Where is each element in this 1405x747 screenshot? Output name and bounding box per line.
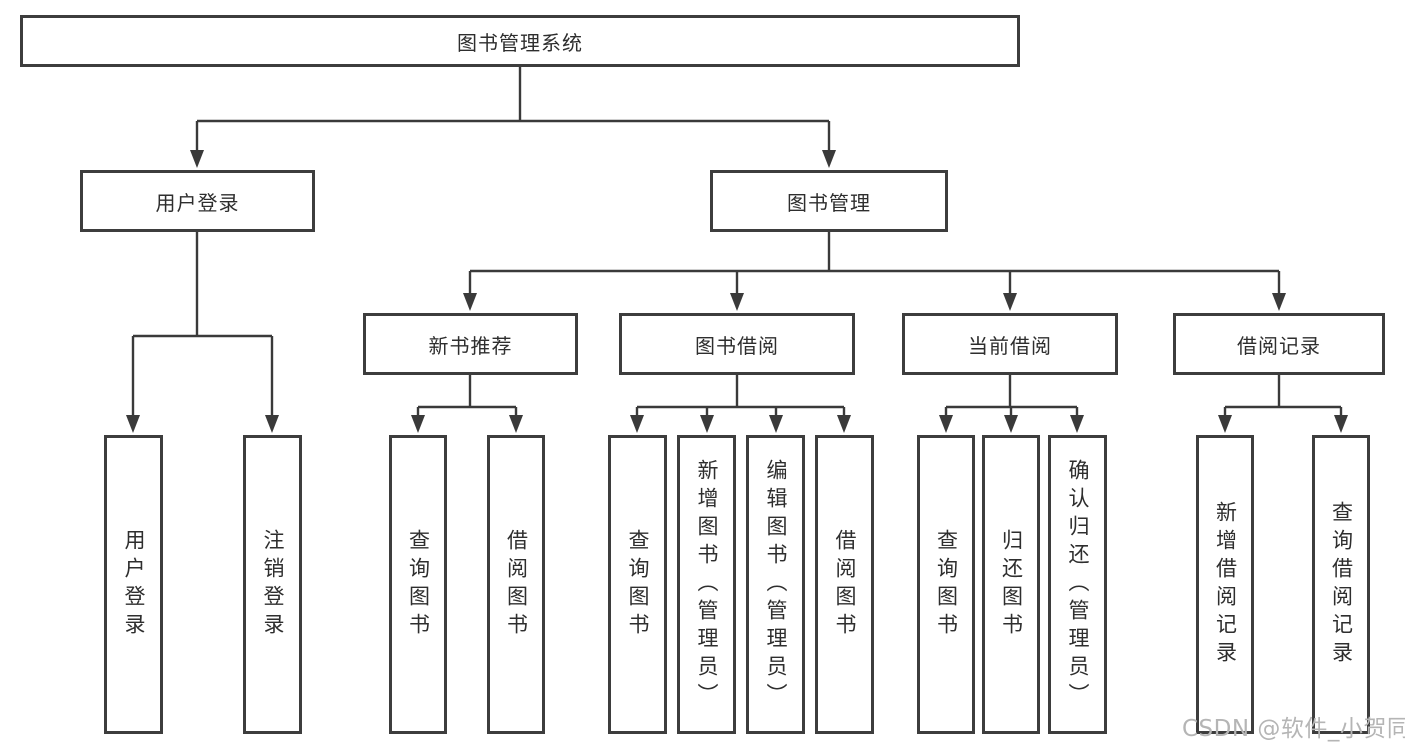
node-logout-label: 注销登录 [261, 528, 285, 641]
node-borrow-books-recommend: 借阅图书 [487, 435, 545, 734]
node-query-books-borrow: 查询图书 [608, 435, 667, 734]
node-query-books-current: 查询图书 [917, 435, 975, 734]
node-edit-books-admin: 编辑图书（管理员） [746, 435, 805, 734]
node-book-management-group: 图书管理 [710, 170, 948, 232]
node-logout: 注销登录 [243, 435, 302, 734]
node-new-book-recommend: 新书推荐 [363, 313, 578, 375]
node-current-borrow: 当前借阅 [902, 313, 1118, 375]
node-query-borrow-record-label: 查询借阅记录 [1329, 500, 1354, 669]
node-confirm-return-admin-label: 确认归还（管理员） [1066, 458, 1090, 711]
node-query-books-recommend: 查询图书 [389, 435, 447, 734]
node-query-borrow-record: 查询借阅记录 [1312, 435, 1370, 734]
node-book-borrow: 图书借阅 [619, 313, 855, 375]
node-borrow-books: 借阅图书 [815, 435, 874, 734]
node-book-management-group-label: 图书管理 [787, 190, 871, 215]
node-root-label: 图书管理系统 [457, 30, 583, 55]
node-return-books: 归还图书 [982, 435, 1040, 734]
node-add-borrow-record-label: 新增借阅记录 [1213, 500, 1238, 669]
node-user-login-group: 用户登录 [80, 170, 315, 232]
csdn-watermark: CSDN @软件_小贺同学 [1182, 716, 1405, 742]
node-current-borrow-label: 当前借阅 [968, 333, 1052, 358]
node-query-books-current-label: 查询图书 [934, 528, 959, 641]
node-add-borrow-record: 新增借阅记录 [1196, 435, 1254, 734]
node-confirm-return-admin: 确认归还（管理员） [1048, 435, 1107, 734]
node-return-books-label: 归还图书 [999, 528, 1024, 641]
node-edit-books-admin-label: 编辑图书（管理员） [764, 458, 788, 711]
node-user-login-label: 用户登录 [122, 528, 146, 641]
node-add-books-admin: 新增图书（管理员） [677, 435, 736, 734]
node-query-books-borrow-label: 查询图书 [626, 528, 650, 641]
node-borrow-records-label: 借阅记录 [1237, 333, 1321, 358]
node-root: 图书管理系统 [20, 15, 1020, 67]
node-book-borrow-label: 图书借阅 [695, 333, 779, 358]
node-query-books-recommend-label: 查询图书 [406, 528, 431, 641]
node-borrow-books-recommend-label: 借阅图书 [504, 528, 529, 641]
node-user-login: 用户登录 [104, 435, 163, 734]
node-add-books-admin-label: 新增图书（管理员） [695, 458, 719, 711]
node-borrow-records: 借阅记录 [1173, 313, 1385, 375]
node-user-login-group-label: 用户登录 [155, 190, 240, 215]
node-new-book-recommend-label: 新书推荐 [428, 333, 513, 358]
node-borrow-books-label: 借阅图书 [833, 528, 857, 641]
